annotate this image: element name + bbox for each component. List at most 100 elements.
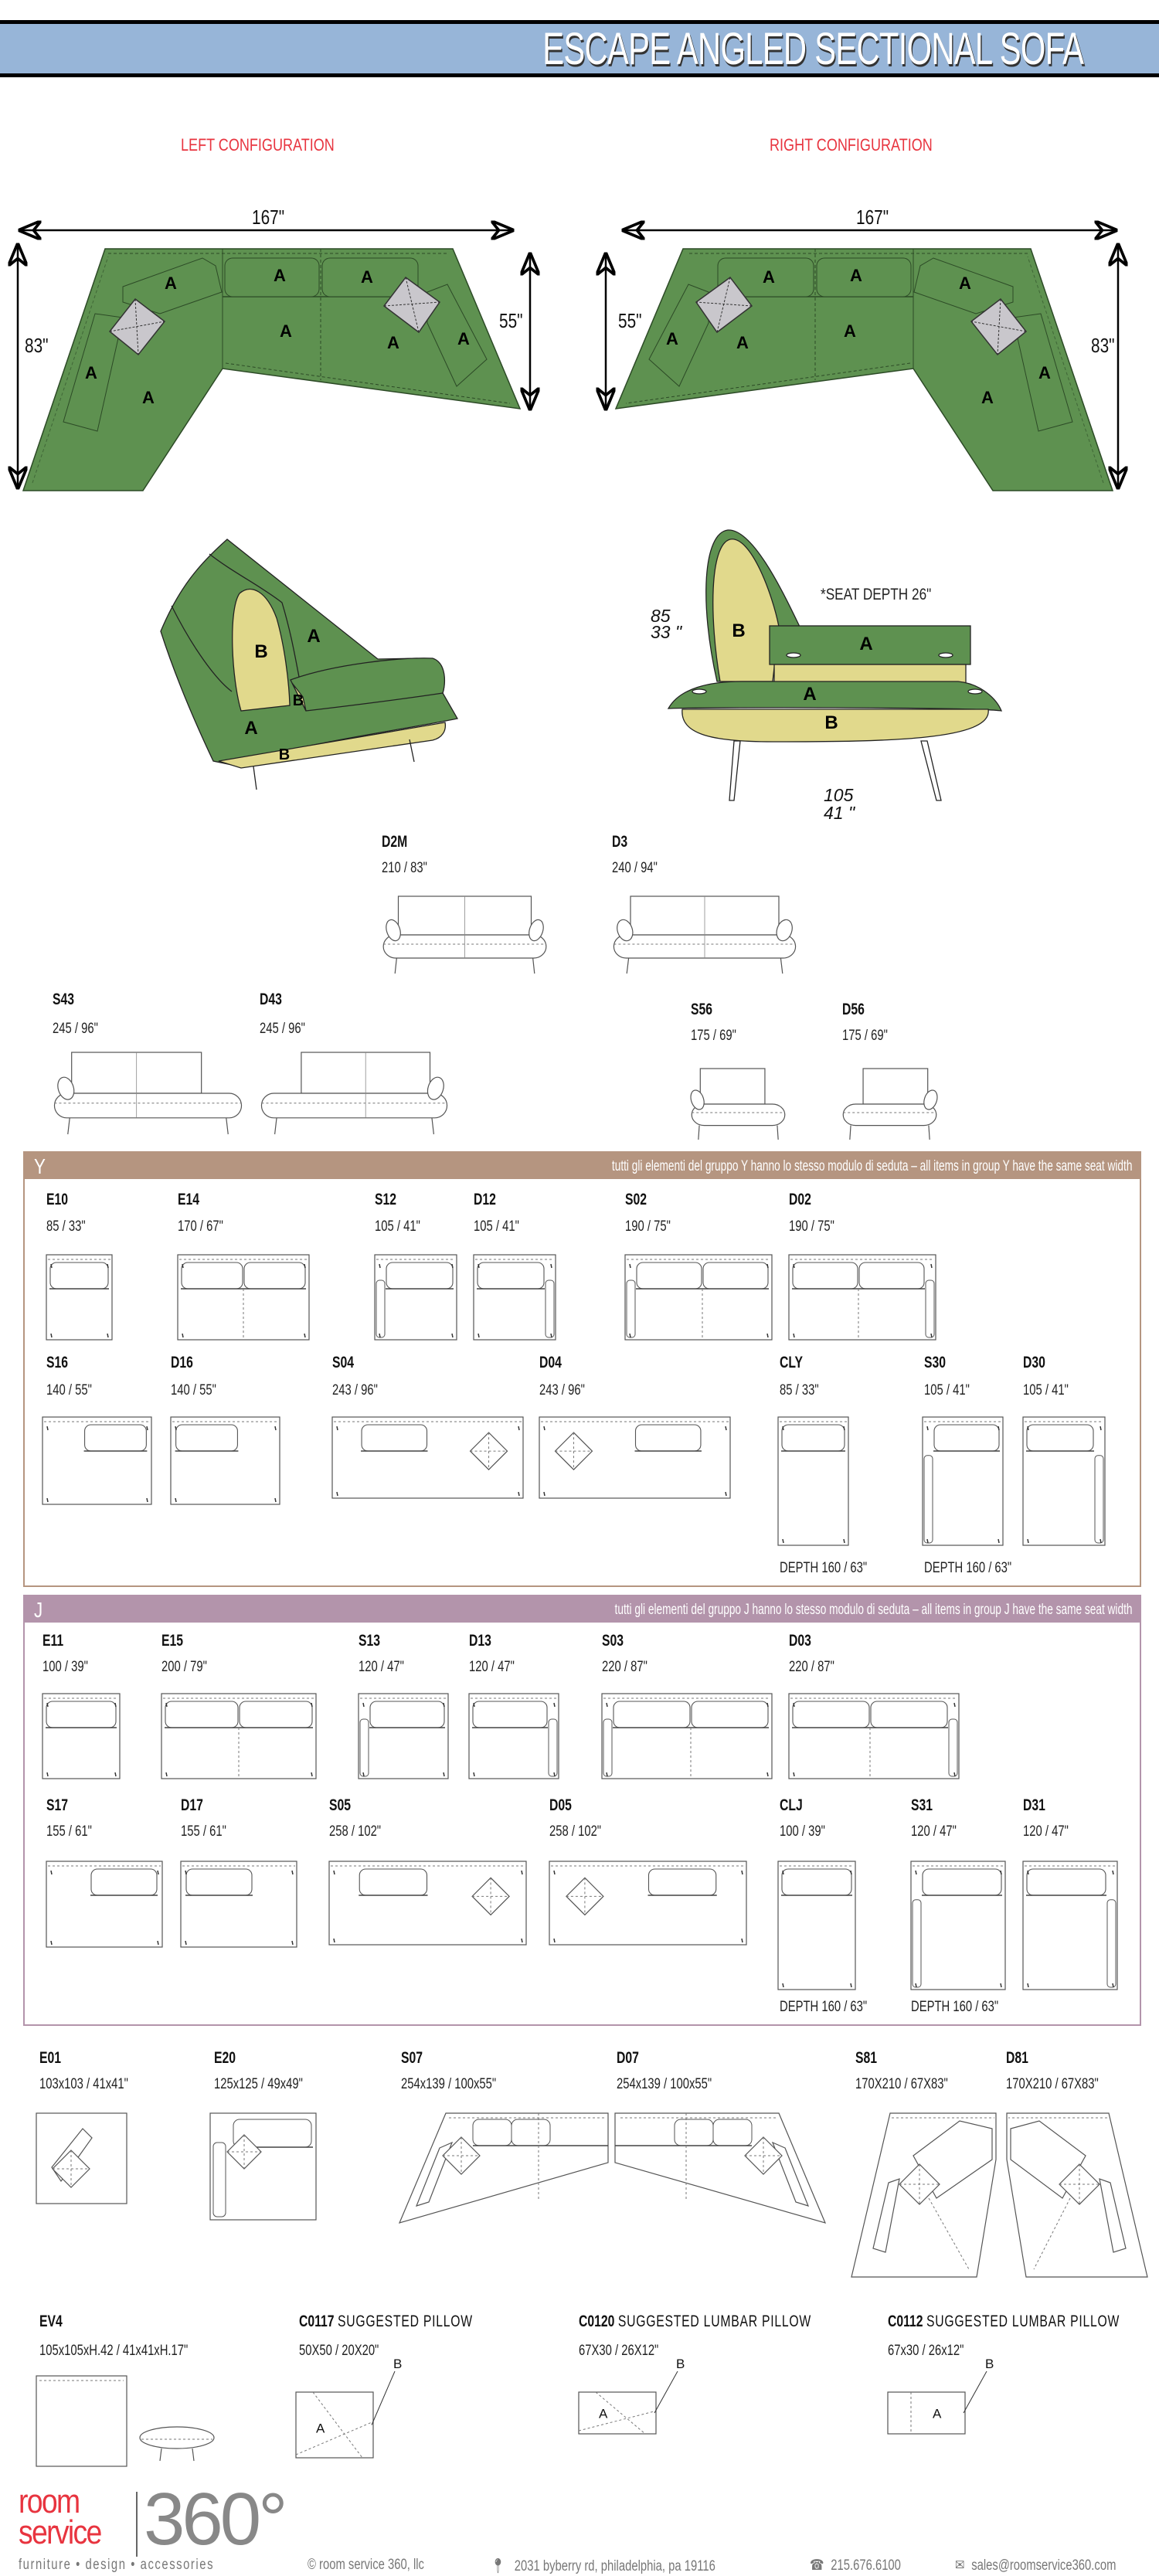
drawing-s16 [42, 1416, 152, 1505]
fabric-label: B [393, 2357, 402, 2371]
drawing-d43 [260, 1052, 448, 1135]
item-dimensions-d05: 258 / 102" [549, 1823, 602, 1840]
drawing-s56 [690, 1068, 786, 1140]
item-code-text: D81 [1006, 2049, 1028, 2067]
fabric-label: B [824, 712, 838, 733]
item-depth-s31: DEPTH 160 / 63" [911, 1999, 999, 2015]
drawing-s03 [601, 1693, 773, 1779]
group-y-letter: Y [34, 1154, 46, 1178]
item-code-text: S16 [46, 1354, 69, 1371]
item-dimensions-e01: 103x103 / 41x41" [39, 2076, 128, 2092]
item-code-text: S05 [329, 1796, 352, 1814]
right-plan-depth-short: 55" [618, 309, 642, 332]
item-code-ev4: EV4 [39, 2313, 63, 2330]
item-code-text: S31 [911, 1796, 933, 1814]
drawing-c0117: AB [295, 2357, 402, 2459]
fabric-labels-right-plan: A A A A A A A A [666, 266, 1051, 407]
left-configuration-label: LEFT CONFIGURATION [181, 135, 335, 155]
footer-phone-item: ☎ 215.676.6100 [810, 2557, 901, 2574]
item-code-s30: S30 [924, 1354, 946, 1371]
item-dimensions-s12: 105 / 41" [375, 1218, 420, 1235]
side-depth-in: 41 " [824, 803, 855, 823]
item-dimensions-d31: 120 / 47" [1023, 1823, 1069, 1840]
title-band: ESCAPE ANGLED SECTIONAL SOFA [0, 20, 1159, 77]
fabric-label: A [859, 634, 872, 654]
item-code-text: S02 [625, 1191, 647, 1208]
item-dimensions-ev4: 105x105xH.42 / 41x41xH.17" [39, 2343, 189, 2359]
item-code-text: S30 [924, 1354, 947, 1371]
side-depth-cm: 105 [824, 785, 854, 805]
footer-email[interactable]: sales@roomservice360.com [971, 2557, 1117, 2574]
drawing-s17 [46, 1861, 163, 1948]
footer-address-item: 📍︎ 2031 byberry rd, philadelphia, pa 191… [491, 2557, 715, 2575]
item-dimensions-e15: 200 / 79" [161, 1659, 207, 1675]
drawing-e10 [46, 1254, 113, 1341]
item-code-text: E15 [161, 1632, 184, 1650]
item-dimensions-s03: 220 / 87" [602, 1659, 647, 1675]
fabric-label: A [361, 267, 373, 287]
item-code-s17: S17 [46, 1797, 68, 1814]
item-code-text: S43 [53, 991, 75, 1008]
fabric-label: A [1038, 363, 1051, 382]
item-code-d2m: D2M [382, 834, 407, 851]
item-name-c0120: SUGGESTED LUMBAR PILLOW [617, 2313, 811, 2330]
item-depth-s30: DEPTH 160 / 63" [924, 1560, 1012, 1576]
item-dimensions-c0117: 50X50 / 20X20" [299, 2343, 379, 2359]
item-code-text: C0117 [299, 2313, 335, 2330]
item-code-text: D17 [181, 1796, 203, 1814]
item-dimensions-cly: 85 / 33" [780, 1382, 819, 1398]
item-code-text: EV4 [39, 2313, 63, 2330]
item-code-d3: D3 [612, 834, 627, 851]
fabric-label: A [274, 266, 286, 285]
item-dimensions-s04: 243 / 96" [332, 1382, 378, 1398]
drawing-s31 [910, 1861, 1006, 1990]
drawing-s02 [624, 1254, 773, 1341]
item-code-text: S81 [855, 2049, 878, 2067]
item-code-s56: S56 [691, 1001, 712, 1018]
item-code-text: S07 [401, 2049, 423, 2067]
group-j-box: J tutti gli elementi del gruppo J hanno … [23, 1595, 1141, 2026]
drawing-s07 [398, 2112, 609, 2224]
item-dimensions-s81: 170X210 / 67X83" [855, 2076, 948, 2092]
fabric-label: A [959, 274, 971, 293]
right-plan-width: 167" [856, 206, 889, 229]
item-dimensions-d04: 243 / 96" [539, 1382, 585, 1398]
item-dimensions-d2m: 210 / 83" [382, 860, 427, 876]
footer-phone[interactable]: 215.676.6100 [831, 2557, 901, 2574]
fabric-label: A [457, 329, 470, 348]
drawing-d05 [549, 1861, 747, 1946]
item-code-text: D03 [789, 1632, 811, 1650]
drawing-d16 [170, 1416, 280, 1505]
item-code-text: D56 [842, 1001, 865, 1018]
fabric-label: A [307, 626, 320, 647]
side-view [667, 529, 1003, 801]
item-dimensions-d3: 240 / 94" [612, 860, 658, 876]
item-code-d02: D02 [789, 1191, 811, 1208]
item-dimensions-d16: 140 / 55" [171, 1382, 216, 1398]
item-dimensions-d43: 245 / 96" [260, 1021, 305, 1037]
fabric-label: A [85, 363, 97, 382]
footer-email-item: ✉ sales@roomservice360.com [955, 2557, 1116, 2574]
footer-address[interactable]: 2031 byberry rd, philadelphia, pa 19116 [514, 2558, 715, 2574]
footer-copyright: © room service 360, llc [308, 2557, 424, 2573]
item-code-d12: D12 [474, 1191, 496, 1208]
drawing-s13 [358, 1693, 449, 1779]
item-code-e15: E15 [161, 1633, 183, 1650]
item-dimensions-s13: 120 / 47" [359, 1659, 404, 1675]
drawing-d3 [613, 895, 797, 974]
drawing-s05 [328, 1861, 527, 1946]
drawing-d56 [842, 1068, 938, 1140]
fabric-label: A [142, 388, 155, 407]
drawing-d81 [1006, 2112, 1148, 2278]
item-dimensions-e11: 100 / 39" [42, 1659, 88, 1675]
logo-360: 360° [144, 2478, 288, 2561]
fabric-label: A [387, 333, 399, 352]
item-dimensions-e10: 85 / 33" [46, 1218, 86, 1235]
item-code-text: D3 [612, 833, 628, 851]
item-dimensions-d12: 105 / 41" [474, 1218, 519, 1235]
item-code-text: S56 [691, 1001, 713, 1018]
item-code-text: S17 [46, 1796, 69, 1814]
item-dimensions-clj: 100 / 39" [780, 1823, 825, 1840]
item-code-s16: S16 [46, 1354, 68, 1371]
